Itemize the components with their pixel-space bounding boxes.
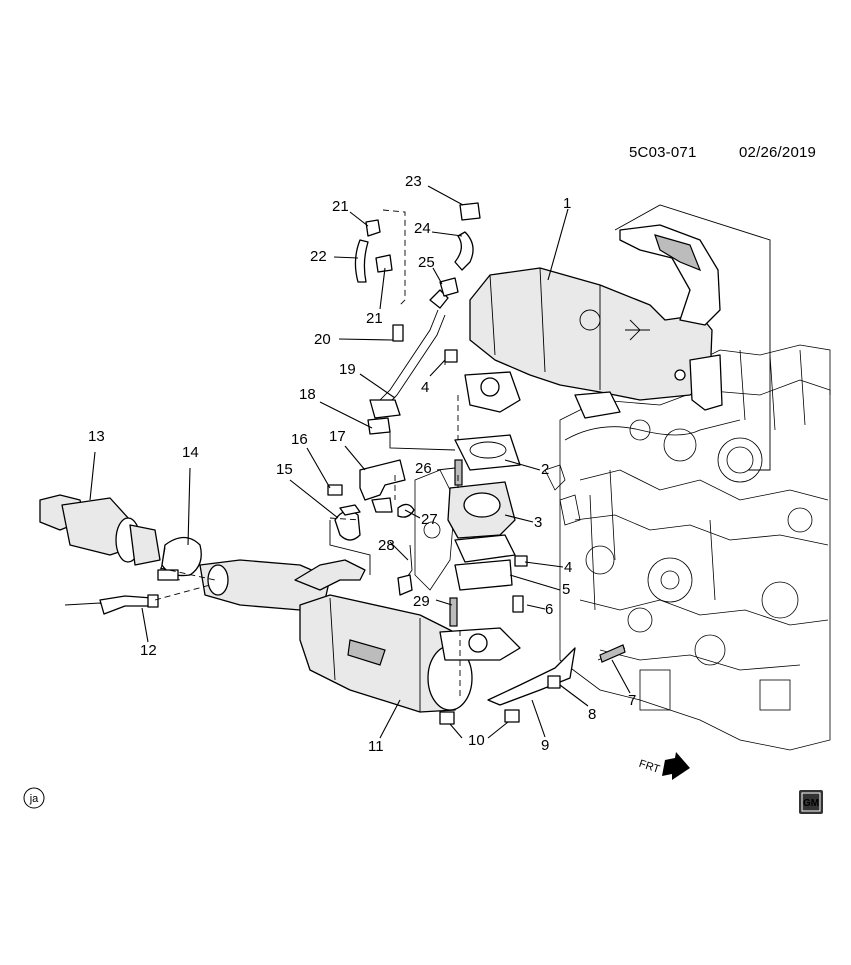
callout-21a: 21 — [332, 198, 349, 215]
callout-6: 6 — [545, 601, 553, 618]
callout-22: 22 — [310, 248, 327, 265]
diagram-tag-text: ja — [29, 793, 39, 805]
intermediate-pipe — [199, 559, 366, 611]
callout-21b: 21 — [366, 310, 383, 327]
callout-20: 20 — [314, 331, 331, 348]
diagram-date: 02/26/2019 — [739, 144, 816, 161]
callout-25: 25 — [418, 254, 435, 271]
callout-9: 9 — [541, 737, 549, 754]
callout-11: 11 — [368, 738, 384, 755]
callout-26: 26 — [415, 460, 432, 477]
callout-4a: 4 — [421, 379, 429, 396]
catalytic-converter-assembly — [464, 204, 771, 471]
gm-logo-text: GM — [803, 798, 819, 809]
callout-2: 2 — [541, 461, 549, 478]
callout-23: 23 — [405, 173, 422, 190]
front-direction-arrow: FRT — [637, 752, 690, 780]
temperature-sensor-28 — [397, 544, 413, 596]
callout-27: 27 — [421, 511, 438, 528]
hanger-bracket-15-17 — [327, 459, 415, 575]
callout-leaders — [89, 185, 631, 739]
exhaust-muffler-13 — [39, 494, 161, 566]
flange-gasket-stack — [444, 349, 528, 627]
diagram-tag-badge: ja — [23, 787, 45, 809]
support-bracket-9 — [439, 644, 626, 725]
callout-13: 13 — [88, 428, 105, 445]
callout-10: 10 — [468, 732, 485, 749]
callout-28: 28 — [378, 537, 395, 554]
catalytic-converter-11 — [299, 594, 521, 713]
callout-4b: 4 — [564, 559, 572, 576]
callout-18: 18 — [299, 386, 316, 403]
callout-8: 8 — [588, 706, 596, 723]
oxygen-sensor-12 — [64, 594, 159, 615]
callout-5: 5 — [562, 581, 570, 598]
diagram-code: 5C03-071 — [629, 144, 696, 161]
callout-29: 29 — [413, 593, 430, 610]
callout-15: 15 — [276, 461, 293, 478]
front-marker-label: FRT — [637, 758, 661, 776]
callout-labels: 1 2 3 4 4 5 6 7 8 9 10 11 12 13 14 15 16… — [88, 173, 636, 755]
callout-19: 19 — [339, 361, 356, 378]
gm-logo: GM — [799, 790, 823, 814]
callout-14: 14 — [182, 444, 199, 461]
callout-16: 16 — [291, 431, 308, 448]
callout-24: 24 — [414, 220, 431, 237]
callout-7: 7 — [628, 692, 636, 709]
callout-1: 1 — [563, 195, 571, 212]
pressure-tube-19-25 — [354, 202, 481, 435]
callout-3: 3 — [534, 514, 542, 531]
callout-12: 12 — [140, 642, 157, 659]
pipe-clamp-14 — [157, 536, 202, 581]
callout-17: 17 — [329, 428, 346, 445]
